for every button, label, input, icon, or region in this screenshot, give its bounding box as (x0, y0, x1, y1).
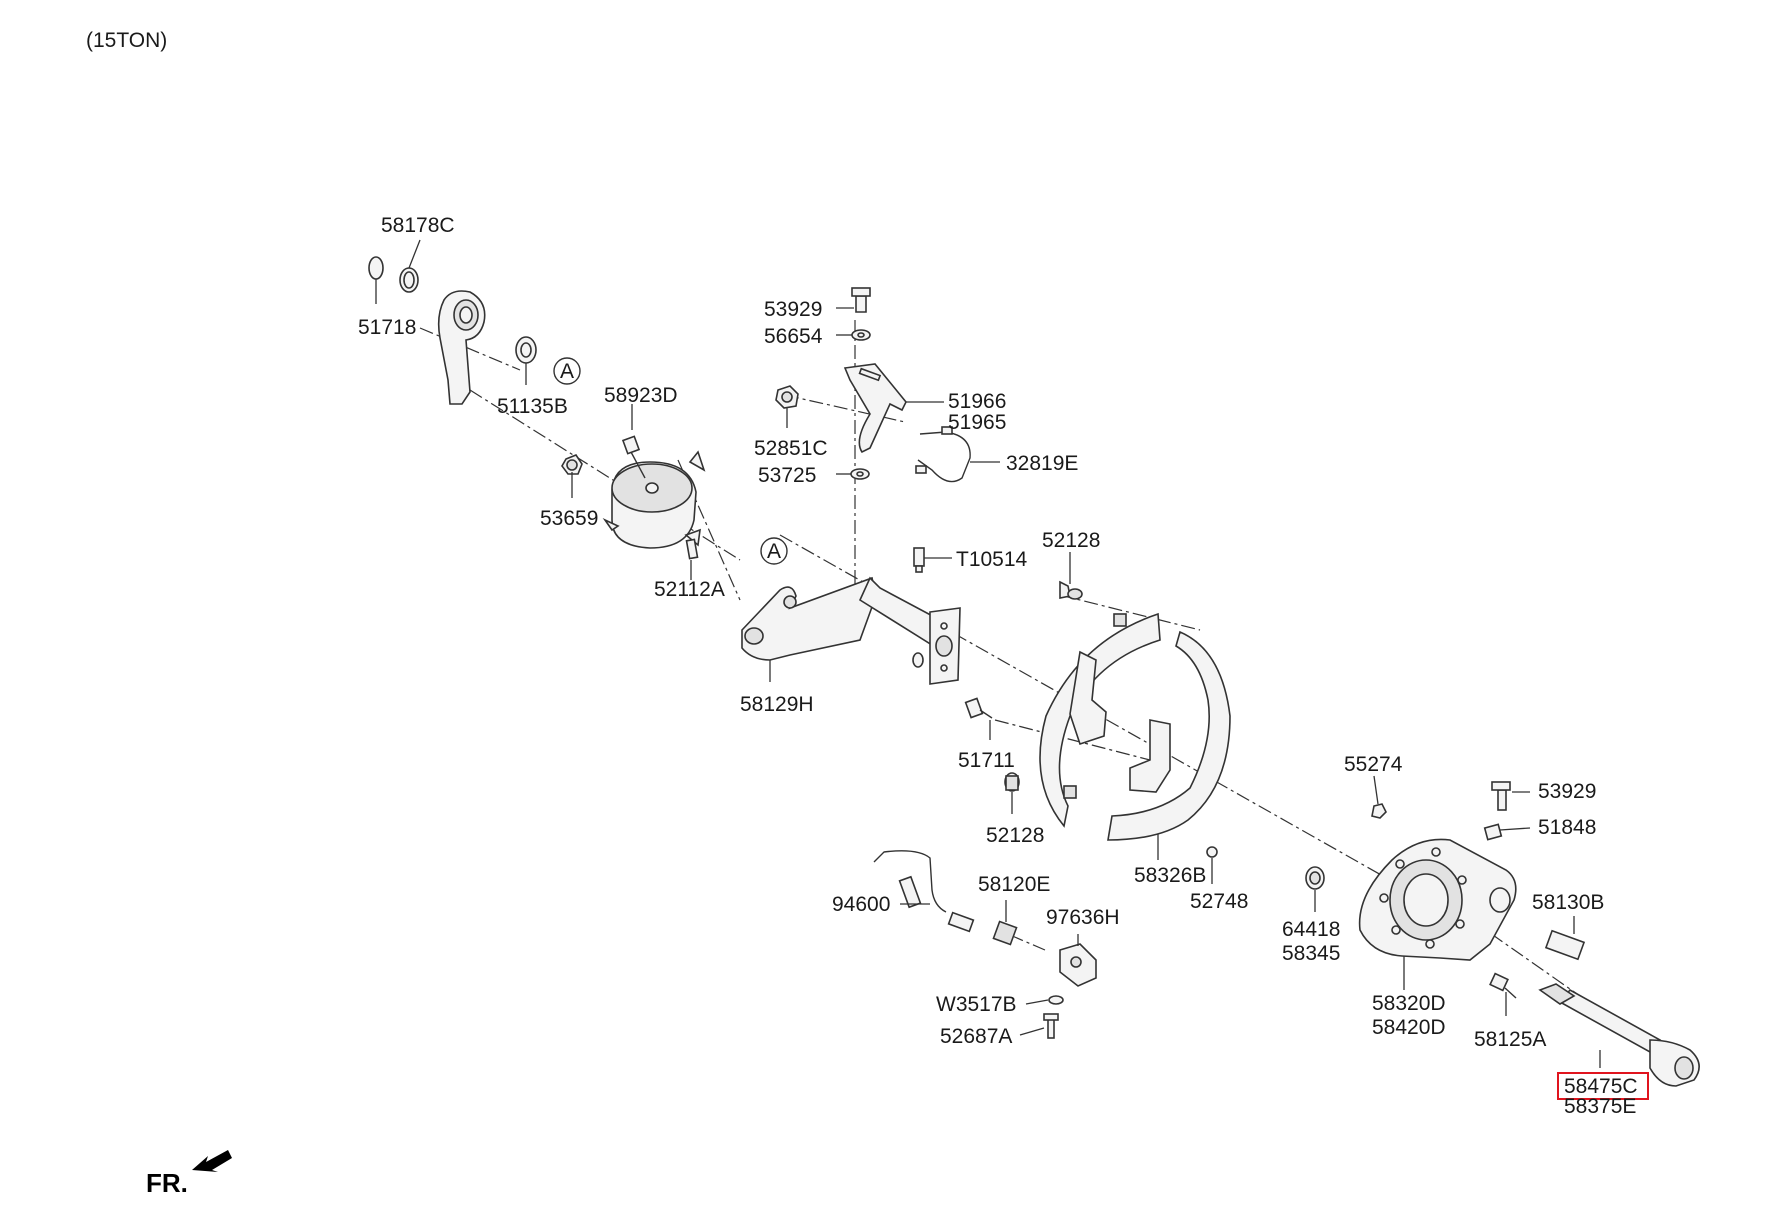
small-parts-mid (964, 697, 1387, 890)
front-label: FR. (146, 1168, 188, 1198)
callout-52112a[interactable]: 52112A (654, 578, 725, 601)
leader-lines (375, 239, 1601, 1068)
callout-52687a[interactable]: 52687A (940, 1025, 1012, 1048)
brake-chamber (561, 435, 706, 560)
sensor-t10514 (913, 547, 925, 567)
plug-52748 (1206, 846, 1218, 858)
callout-51711[interactable]: 51711 (958, 749, 1015, 772)
backing-plate (1039, 580, 1231, 841)
callout-94600[interactable]: 94600 (832, 893, 890, 916)
callout-58129h[interactable]: 58129H (740, 693, 814, 716)
callout-58178c[interactable]: 58178C (381, 214, 455, 237)
callout-52128-top[interactable]: 52128 (1042, 529, 1100, 552)
washer-w3517b (1048, 995, 1064, 1005)
callout-52851c[interactable]: 52851C (754, 437, 828, 460)
snap-ring-51718 (368, 256, 384, 280)
callout-58320d[interactable]: 58320D (1372, 992, 1446, 1015)
callout-52748[interactable]: 52748 (1190, 890, 1248, 913)
bolt-58125a (1489, 972, 1509, 992)
bolt-51711 (964, 697, 984, 719)
callout-labels: 58178C 51718 51135B 58923D 53659 52112A … (358, 214, 1649, 1118)
bushing-58130b (1544, 929, 1586, 961)
callout-51848[interactable]: 51848 (1538, 816, 1596, 839)
callout-55274[interactable]: 55274 (1344, 753, 1403, 776)
callout-53725[interactable]: 53725 (758, 464, 816, 487)
callout-51135b[interactable]: 51135B (497, 395, 568, 418)
nipple-51848 (1483, 823, 1503, 841)
bolt-53929 (1497, 789, 1507, 811)
brake-spider (1358, 781, 1586, 999)
callout-58475c[interactable]: 58475C (1564, 1075, 1638, 1098)
front-arrow-icon (192, 1150, 232, 1172)
callout-52128-mid[interactable]: 52128 (986, 824, 1044, 847)
front-orientation-marker: FR. (146, 1150, 232, 1198)
callout-53929-right[interactable]: 53929 (1538, 780, 1596, 803)
sensor-bracket (775, 287, 971, 573)
callout-58923d[interactable]: 58923D (604, 384, 678, 407)
callout-97636h[interactable]: 97636H (1046, 906, 1120, 929)
callout-t10514[interactable]: T10514 (956, 548, 1028, 571)
callout-highlight-box (1557, 1072, 1649, 1100)
ref-mark-a-upper: A (553, 357, 581, 385)
diagram-variant-label: (15TON) (86, 29, 167, 52)
callout-58120e[interactable]: 58120E (978, 873, 1050, 896)
bushing-58120e (992, 920, 1018, 946)
callout-58345[interactable]: 58345 (1282, 942, 1340, 965)
callout-51965[interactable]: 51965 (948, 411, 1006, 434)
nut-55274 (1371, 803, 1387, 819)
callout-64418[interactable]: 64418 (1282, 918, 1340, 941)
callout-58420d[interactable]: 58420D (1372, 1016, 1446, 1039)
callout-53659[interactable]: 53659 (540, 507, 598, 530)
abs-sensor-group (873, 850, 1097, 1039)
wire-32819e (917, 431, 971, 483)
callout-51966[interactable]: 51966 (948, 390, 1006, 413)
callout-53929-top[interactable]: 53929 (764, 298, 822, 321)
chamber-bracket (741, 576, 961, 685)
svg-text:A: A (560, 360, 574, 383)
callout-w3517b[interactable]: W3517B (936, 993, 1017, 1016)
callout-58125a[interactable]: 58125A (1474, 1028, 1546, 1051)
camshaft (1538, 983, 1700, 1087)
svg-text:A: A (767, 540, 781, 563)
callout-51718[interactable]: 51718 (358, 316, 416, 339)
callout-56654[interactable]: 56654 (764, 325, 823, 348)
callout-58375e[interactable]: 58375E (1564, 1095, 1636, 1118)
ref-mark-a-lower: A (760, 537, 788, 565)
callout-58130b[interactable]: 58130B (1532, 891, 1604, 914)
bolt-52687a (1047, 1017, 1055, 1039)
callout-32819e[interactable]: 32819E (1006, 452, 1078, 475)
slack-adjuster (368, 256, 537, 405)
callout-58326b[interactable]: 58326B (1134, 864, 1206, 887)
